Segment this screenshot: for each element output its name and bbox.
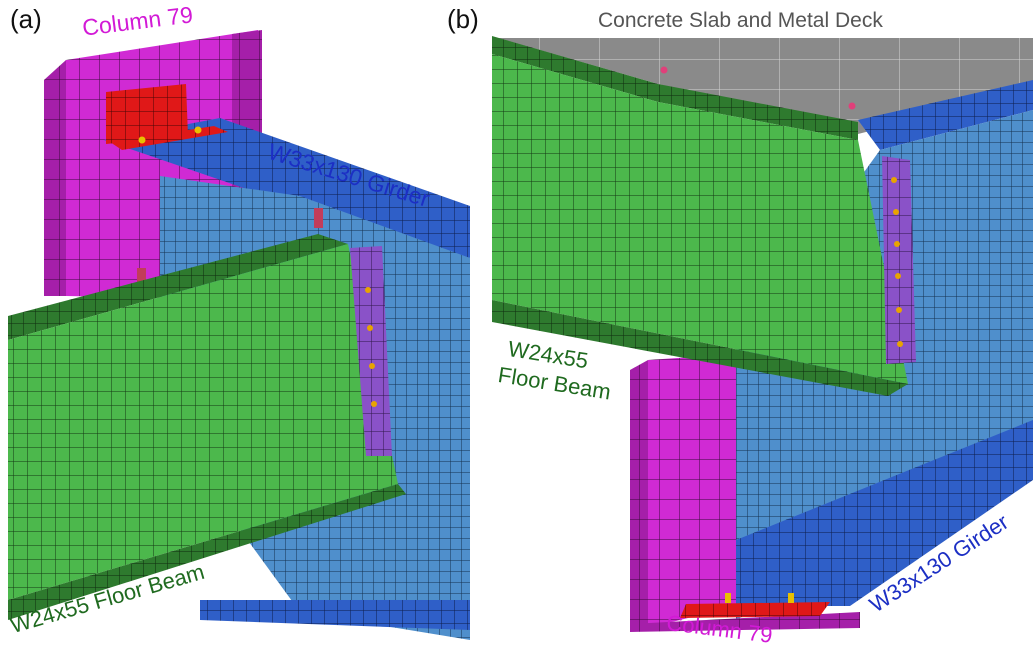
tab-bolts [891,177,903,347]
floor-beam-bottom-flange [492,300,908,396]
seat-angle-plate [106,84,188,144]
concrete-slab-deck [498,38,1033,134]
bolt [788,593,794,603]
floor-beam-web [492,54,908,384]
floor-beam-bottom-flange [8,484,406,620]
panel-a-tag: (a) [10,4,42,34]
floor-beam-web [8,244,398,600]
slab-label: Concrete Slab and Metal Deck [598,9,883,32]
seat-angle-plate [680,602,830,618]
girder-top-flange [104,118,470,258]
girder-bottom-flange [200,600,470,630]
girder-top-flange [858,80,1033,150]
bolt [194,126,202,134]
column-79-side [44,60,66,296]
bolt [725,593,731,603]
shear-studs [660,66,856,110]
panel-b [492,36,1033,632]
floor-beam-top-flange [492,36,858,140]
tab-bolts [365,287,377,407]
shear-stud [314,208,323,228]
bolt [138,136,146,144]
girder-bottom-flange [736,420,1033,606]
shear-tab-plate [882,156,916,364]
column-79-face [648,354,736,628]
column-79-base [630,612,860,632]
panel-b-tag: (b) [447,4,479,34]
floor-beam-top-flange [8,234,348,340]
shear-stud [137,268,146,288]
shear-tab-plate [350,246,392,456]
column-79-side [630,360,648,630]
panel-a [8,30,470,640]
